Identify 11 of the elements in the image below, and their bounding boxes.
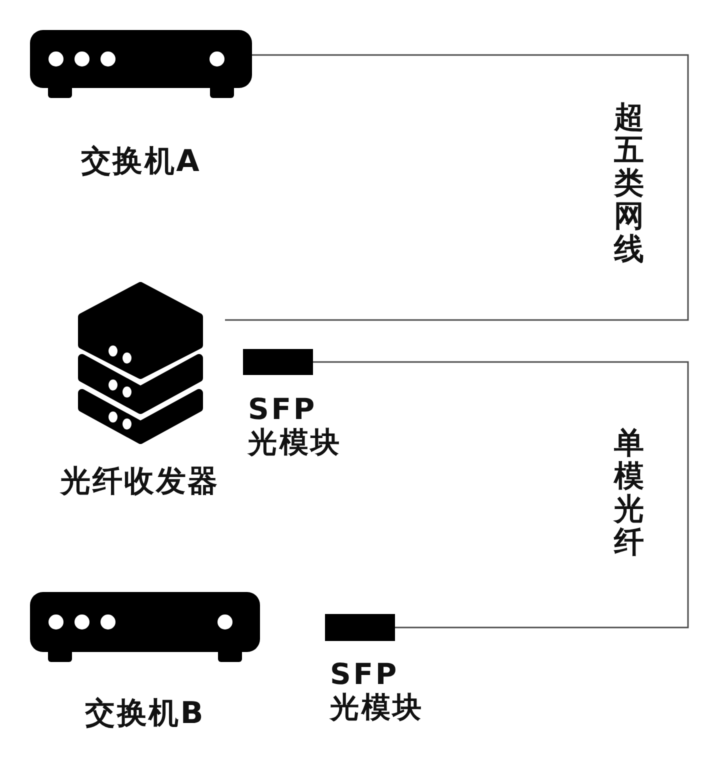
edge-label: 单模光纤 bbox=[614, 427, 644, 559]
device-label: 光纤收发器 bbox=[60, 464, 220, 500]
device-label: 交换机B bbox=[84, 696, 206, 732]
module-bar bbox=[325, 614, 395, 641]
cable-line bbox=[225, 54, 689, 321]
module-label: SFP 光模块 bbox=[330, 658, 425, 725]
cable-line bbox=[313, 361, 689, 628]
edge-label: 超五类网线 bbox=[614, 101, 644, 266]
module-label: SFP 光模块 bbox=[248, 393, 343, 460]
device-label: 交换机A bbox=[80, 144, 202, 180]
module-bar bbox=[243, 349, 313, 375]
